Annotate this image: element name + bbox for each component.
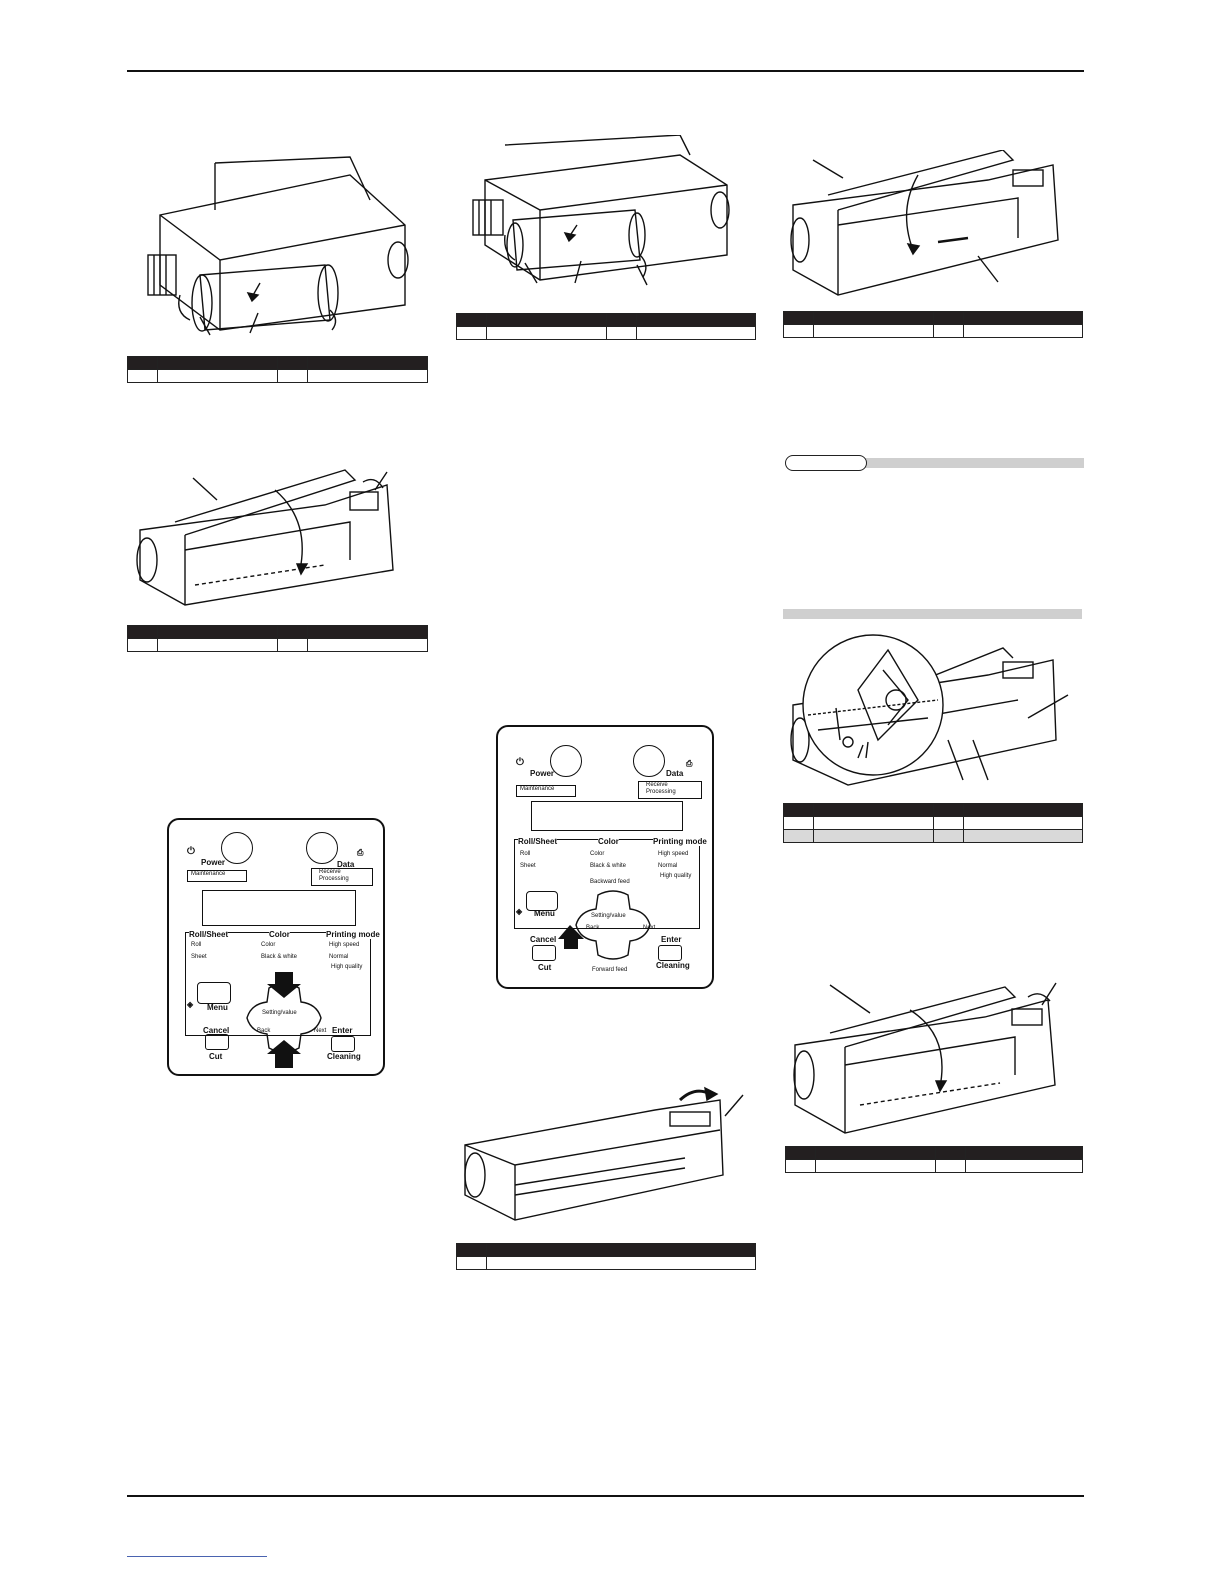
data-button[interactable] (633, 745, 665, 777)
parts-table-2 (127, 625, 428, 652)
parts-table-5 (783, 311, 1083, 338)
note-badge (785, 455, 867, 471)
backward-feed-label: Backward feed (590, 879, 630, 885)
arrow-up-icon (558, 925, 584, 949)
normal-option[interactable]: Normal (329, 954, 349, 960)
color-group-label: Color (598, 837, 619, 846)
processing-label: Processing (319, 876, 349, 882)
bw-option[interactable]: Black & white (261, 954, 298, 960)
enter-button[interactable] (331, 1036, 355, 1052)
enter-label: Enter (332, 1026, 353, 1035)
data-icon: ⎙ (357, 848, 364, 857)
figure-open-top-cover-3 (790, 975, 1070, 1140)
cut-label: Cut (209, 1052, 223, 1061)
data-button[interactable] (306, 832, 338, 864)
normal-option[interactable]: Normal (658, 863, 678, 869)
data-indicator (638, 781, 702, 799)
maintenance-indicator (516, 785, 576, 797)
note-bar (860, 458, 1084, 468)
high-quality-option[interactable]: High quality (331, 964, 363, 970)
menu-icon: ◈ (187, 1000, 194, 1009)
power-label: Power (201, 858, 226, 867)
high-speed-option[interactable]: High speed (658, 851, 689, 857)
data-label: Data (666, 769, 684, 778)
power-label: Power (530, 769, 555, 778)
high-quality-option[interactable]: High quality (660, 873, 692, 879)
power-icon: ⏻ (516, 757, 524, 768)
menu-button[interactable] (197, 982, 231, 1004)
lcd-display (531, 801, 683, 831)
menu-label: Menu (534, 909, 555, 918)
lcd-display (202, 890, 356, 926)
next-label[interactable]: Next (314, 1028, 327, 1034)
menu-button[interactable] (526, 891, 558, 911)
data-icon: ⎙ (686, 759, 693, 768)
bw-option[interactable]: Black & white (590, 863, 627, 869)
menu-icon: ◈ (516, 907, 523, 916)
receive-label: Receive (646, 782, 668, 788)
setting-value-label: Setting/value (262, 1010, 297, 1016)
menu-label: Menu (207, 1003, 228, 1012)
footer-link[interactable] (127, 1556, 267, 1557)
data-indicator (311, 868, 373, 886)
operation-panel-b: ⏻ Power ⎙ Data Maintenance Receive Proce… (496, 725, 714, 989)
receive-label: Receive (319, 869, 341, 875)
cancel-button[interactable] (532, 945, 556, 961)
figure-open-top-cover-2 (788, 150, 1078, 300)
figure-roll-removal-1 (140, 155, 420, 345)
processing-label: Processing (646, 789, 676, 795)
printing-mode-label: Printing mode (326, 930, 380, 939)
navigation-pad[interactable] (229, 970, 339, 1070)
color-option[interactable]: Color (590, 851, 605, 857)
parts-table-6 (783, 803, 1083, 843)
arrow-down-icon (267, 972, 301, 998)
color-option[interactable]: Color (261, 942, 276, 948)
cleaning-label: Cleaning (656, 961, 690, 970)
power-button[interactable] (550, 745, 582, 777)
cancel-button[interactable] (205, 1034, 229, 1050)
roll-sheet-label: Roll/Sheet (518, 837, 558, 846)
back-label[interactable]: Back (586, 925, 600, 931)
section-bar (783, 609, 1082, 619)
figure-roll-removal-2 (465, 135, 745, 295)
parts-table-3 (456, 313, 756, 340)
maintenance-label: Maintenance (520, 786, 555, 792)
forward-feed-label: Forward feed (592, 967, 628, 973)
high-speed-option[interactable]: High speed (329, 942, 360, 948)
parts-table-7 (785, 1146, 1083, 1173)
back-label[interactable]: Back (257, 1028, 271, 1034)
enter-button[interactable] (658, 945, 682, 961)
figure-open-top-cover-1 (125, 460, 405, 620)
roll-sheet-label: Roll/Sheet (189, 930, 229, 939)
power-button[interactable] (221, 832, 253, 864)
footer-rule (127, 1495, 1084, 1497)
navigation-pad[interactable] (558, 887, 668, 977)
enter-label: Enter (661, 935, 682, 944)
cut-label: Cut (538, 963, 552, 972)
cancel-label: Cancel (530, 935, 557, 944)
cancel-label: Cancel (203, 1026, 230, 1035)
printing-mode-label: Printing mode (653, 837, 707, 846)
maintenance-indicator (187, 870, 247, 882)
setting-value-label: Setting/value (591, 913, 626, 919)
maintenance-label: Maintenance (191, 871, 226, 877)
roll-label[interactable]: Roll (520, 851, 531, 857)
next-label[interactable]: Next (643, 925, 656, 931)
sheet-label[interactable]: Sheet (191, 954, 207, 960)
parts-table-4 (456, 1243, 756, 1270)
sheet-label[interactable]: Sheet (520, 863, 536, 869)
operation-panel-a: ⏻ Power ⎙ Data Maintenance Receive Proce… (167, 818, 385, 1076)
roll-label[interactable]: Roll (191, 942, 202, 948)
cleaning-label: Cleaning (327, 1052, 361, 1061)
arrow-up-icon (267, 1040, 301, 1068)
header-rule (127, 70, 1084, 72)
figure-detail-magnified (788, 630, 1078, 795)
data-label: Data (337, 860, 355, 869)
color-group-label: Color (269, 930, 290, 939)
parts-table-1 (127, 356, 428, 383)
power-icon: ⏻ (187, 846, 195, 857)
figure-close-cover (455, 1080, 755, 1230)
